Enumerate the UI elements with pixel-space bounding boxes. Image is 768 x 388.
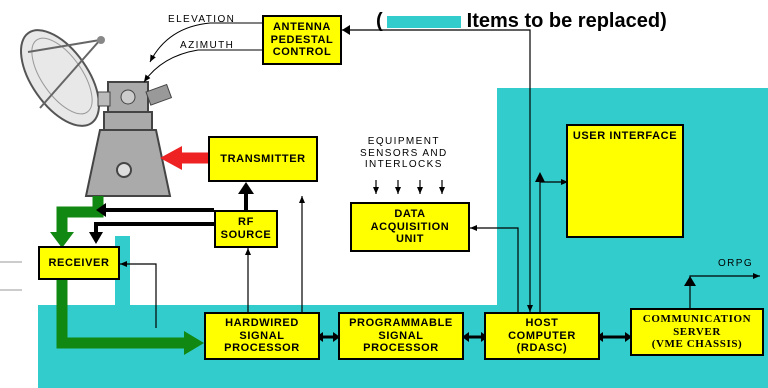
azimuth-label: AZIMUTH: [180, 40, 234, 52]
legend-open-paren: (: [376, 10, 383, 33]
legend-text: Items to be replaced): [467, 10, 667, 33]
receiver-block: RECEIVER: [38, 246, 120, 280]
rf-source-block: RF SOURCE: [214, 210, 278, 248]
transmitter-block: TRANSMITTER: [208, 136, 318, 182]
data-acquisition-unit-block: DATA ACQUISITION UNIT: [350, 202, 470, 252]
communication-server-block: COMMUNICATION SERVER (VME CHASSIS): [630, 308, 764, 356]
legend: ( Items to be replaced): [376, 10, 667, 33]
dish-antenna-icon: [6, 17, 172, 196]
programmable-signal-processor-block: PROGRAMMABLE SIGNAL PROCESSOR: [338, 312, 464, 360]
equipment-sensors-label: EQUIPMENT SENSORS AND INTERLOCKS: [360, 136, 448, 171]
host-computer-block: HOST COMPUTER (RDASC): [484, 312, 600, 360]
user-interface-block: USER INTERFACE: [566, 124, 684, 238]
azimuth-line: [144, 50, 262, 82]
legend-swatch: [387, 16, 461, 28]
antenna-receiver-path: [62, 196, 98, 236]
orpg-label: ORPG: [718, 258, 753, 270]
elevation-label: ELEVATION: [168, 14, 235, 26]
user-interface-label: USER INTERFACE: [573, 130, 677, 143]
hardwired-signal-processor-block: HARDWIRED SIGNAL PROCESSOR: [204, 312, 320, 360]
antenna-pedestal-control-block: ANTENNA PEDESTAL CONTROL: [262, 15, 342, 65]
